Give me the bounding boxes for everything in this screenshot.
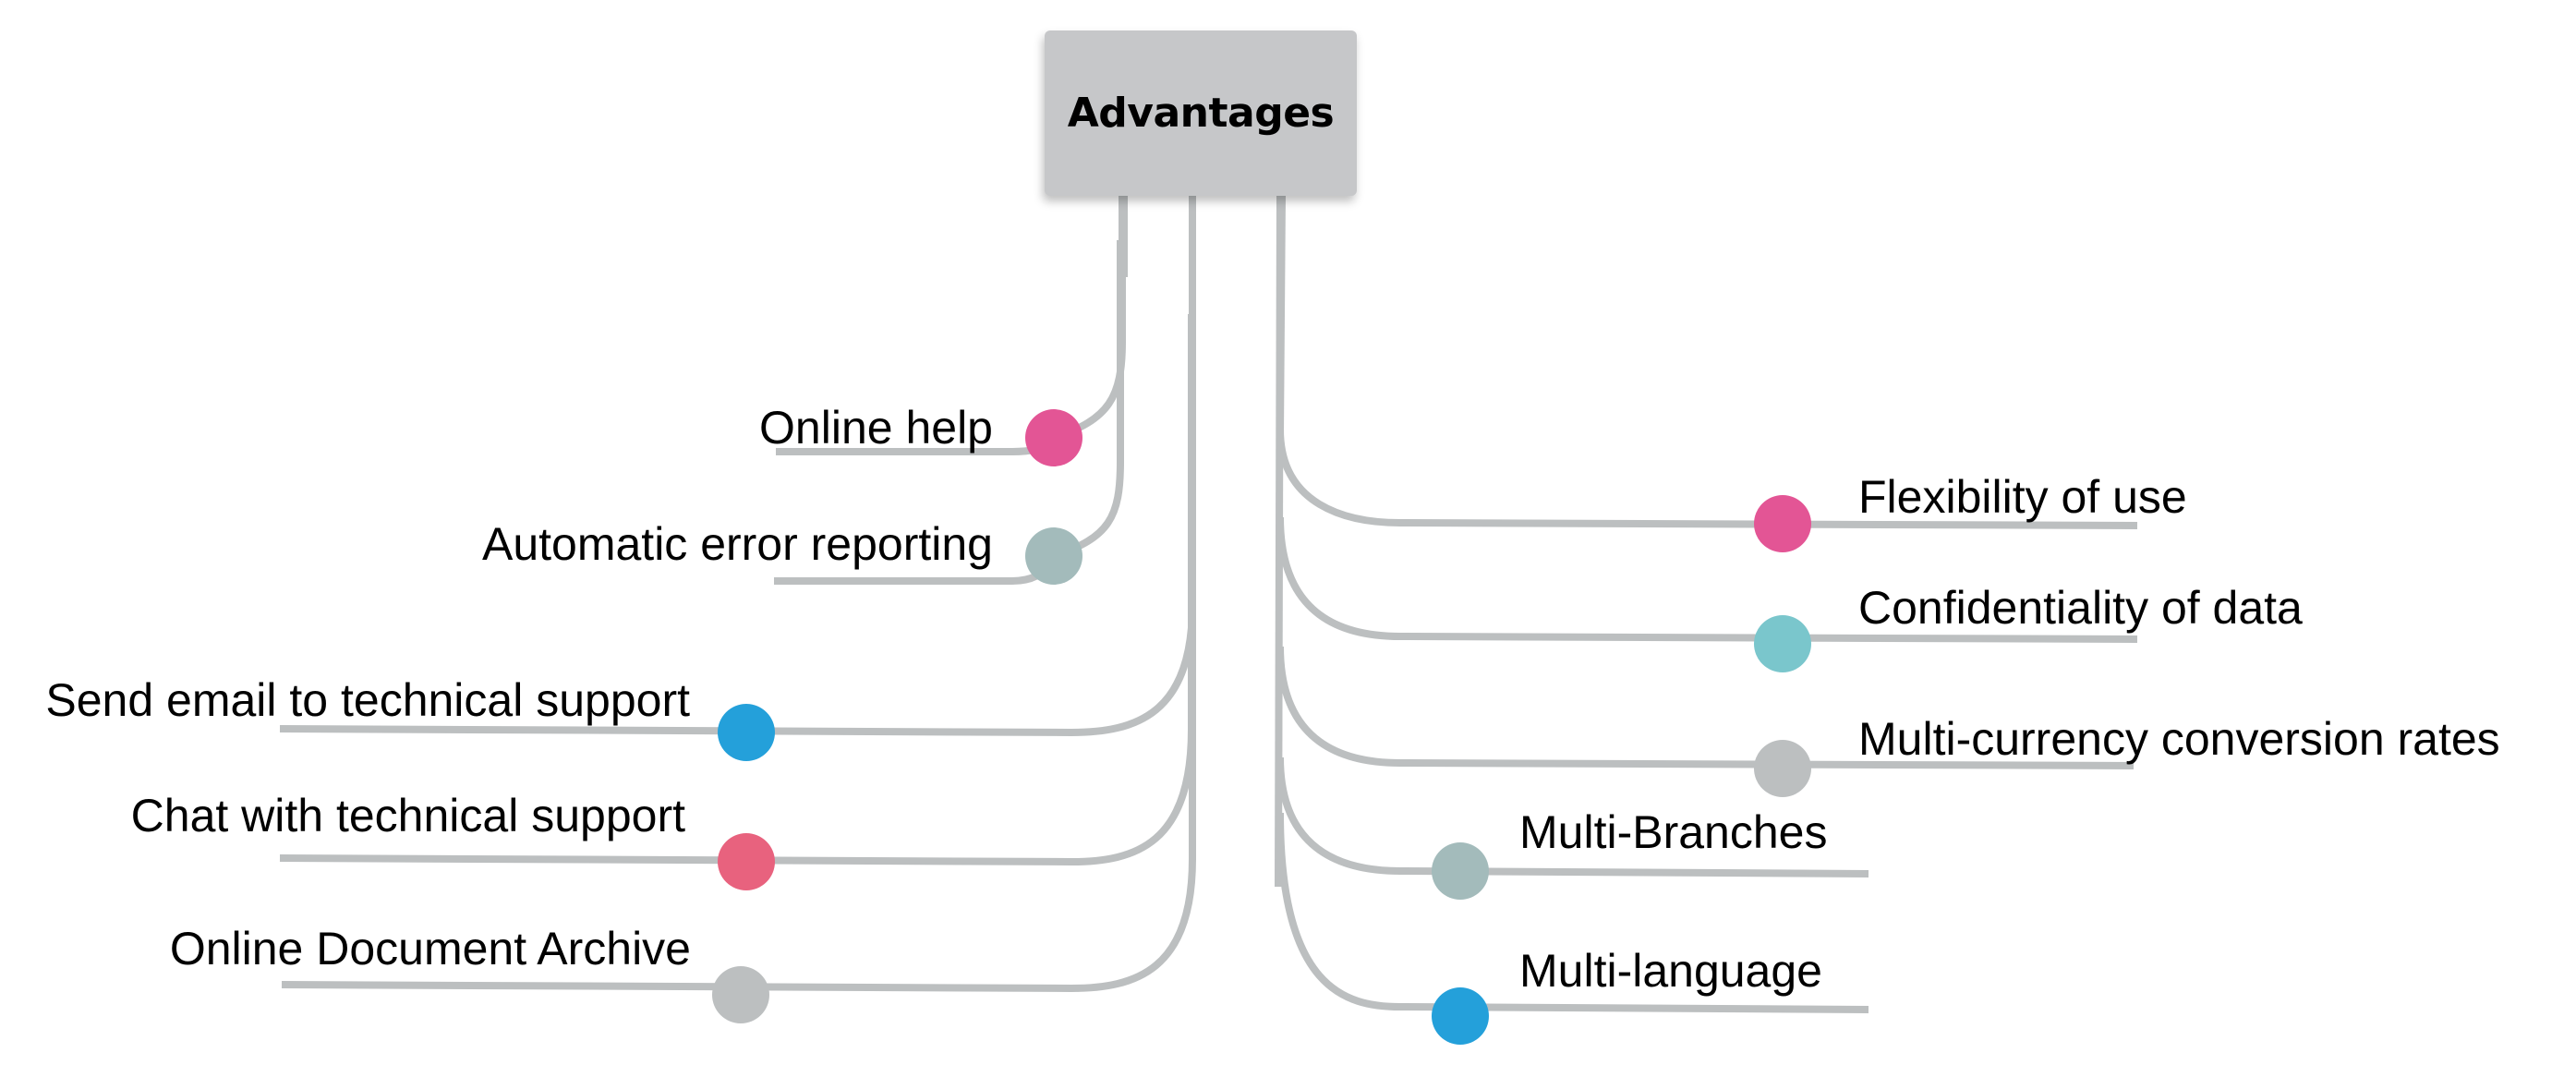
branch-dot-left-4[interactable] xyxy=(712,966,769,1023)
branch-dot-left-2[interactable] xyxy=(718,704,775,761)
branch-label-right-1: Confidentiality of data xyxy=(1858,582,2303,634)
connector-right-3 xyxy=(1276,756,1869,877)
branch-dot-right-4[interactable] xyxy=(1432,987,1489,1045)
connector-right-1 xyxy=(1276,516,2138,643)
connector-right-0 xyxy=(1276,429,2138,529)
branch-label-right-2: Multi-currency conversion rates xyxy=(1858,713,2500,765)
branch-dot-left-0[interactable] xyxy=(1025,409,1082,466)
branch-dot-right-1[interactable] xyxy=(1754,615,1811,672)
branch-dot-left-3[interactable] xyxy=(718,833,775,890)
branch-label-right-0: Flexibility of use xyxy=(1858,471,2187,523)
branch-label-right-3: Multi-Branches xyxy=(1519,806,1828,858)
connector-left-3 xyxy=(279,314,1195,866)
connector-right-2 xyxy=(1276,646,2135,769)
connector-left-4 xyxy=(281,517,1196,993)
branch-label-left-3: Chat with technical support xyxy=(130,790,685,841)
branch-label-left-4: Online Document Archive xyxy=(169,923,691,974)
branch-dot-right-0[interactable] xyxy=(1754,495,1811,552)
branch-label-left-1: Automatic error reporting xyxy=(481,518,993,570)
branch-label-left-2: Send email to technical support xyxy=(45,674,690,726)
branch-dot-left-1[interactable] xyxy=(1025,527,1082,585)
branch-dot-right-2[interactable] xyxy=(1754,740,1811,797)
branch-label-right-4: Multi-language xyxy=(1519,945,1822,997)
branch-dot-right-3[interactable] xyxy=(1432,842,1489,900)
connector-right-4 xyxy=(1276,812,1869,1013)
connector-left-0 xyxy=(1052,196,1126,442)
root-node-title: Advantages xyxy=(1067,90,1335,137)
branch-label-left-0: Online help xyxy=(759,402,993,454)
root-node-advantages[interactable]: Advantages xyxy=(1045,30,1357,196)
